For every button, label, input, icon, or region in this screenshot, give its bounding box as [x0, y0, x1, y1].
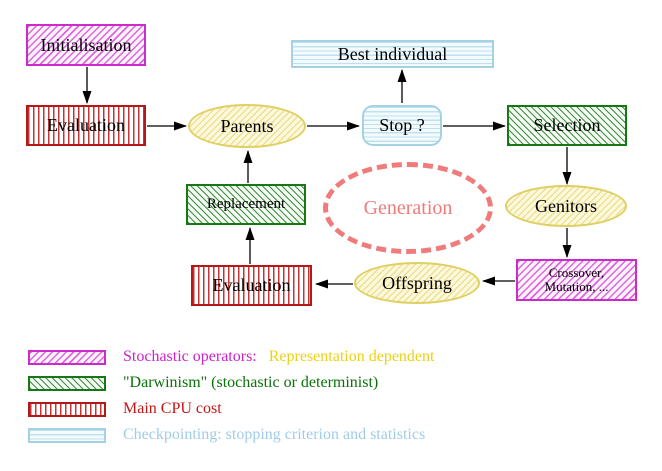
node-best-individual: Best individual [291, 40, 494, 68]
node-stop: Stop ? [362, 105, 442, 146]
node-evaluation-bottom: Evaluation [191, 265, 312, 306]
legend-label-stochastic-operators: Stochastic operators: [123, 348, 257, 365]
legend-label-representation-dependent: Representation dependent [268, 348, 435, 365]
legend-swatch-green-hatch [28, 375, 106, 391]
legend-swatch-red-stripes [28, 401, 106, 417]
node-evaluation-top: Evaluation [26, 105, 146, 146]
legend-row-cpu-cost: Main CPU cost [28, 400, 222, 418]
node-selection: Selection [507, 105, 627, 146]
legend-label-darwinism: "Darwinism" (stochastic or determinist) [123, 374, 379, 391]
legend-label-main-cpu-cost: Main CPU cost [123, 400, 222, 417]
crossover-line1: Crossover, [548, 265, 605, 281]
node-parents: Parents [188, 104, 306, 148]
node-genitors: Genitors [505, 185, 627, 227]
node-generation: Generation [323, 162, 493, 254]
legend-swatch-cyan-stripes [28, 427, 106, 443]
legend-label-checkpointing: Checkpointing: stopping criterion and st… [123, 426, 426, 443]
node-offspring: Offspring [354, 262, 480, 304]
legend-swatch-magenta-hatch [28, 349, 106, 365]
legend-row-darwinism: "Darwinism" (stochastic or determinist) [28, 374, 378, 392]
legend-row-stochastic: Stochastic operators: Representation dep… [28, 348, 434, 366]
crossover-line2: Mutation, ... [544, 279, 609, 294]
legend-row-checkpointing: Checkpointing: stopping criterion and st… [28, 426, 425, 444]
node-crossover-mutation: Crossover, Mutation, ... [516, 259, 637, 301]
node-replacement: Replacement [186, 184, 306, 225]
node-initialisation: Initialisation [26, 24, 146, 66]
